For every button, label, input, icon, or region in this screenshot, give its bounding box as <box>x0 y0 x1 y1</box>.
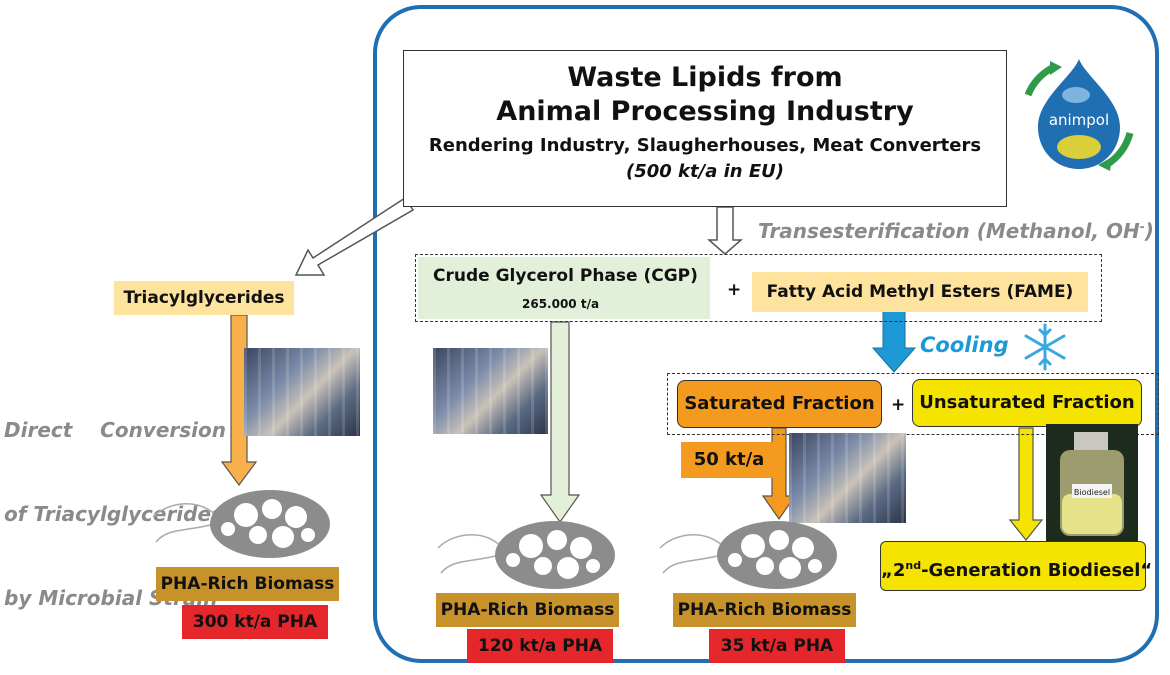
transesterification-text: Transesterification (Methanol, OH <box>758 219 1140 243</box>
triacylglycerides-box: Triacylglycerides <box>114 281 294 315</box>
cgp-label: Crude Glycerol Phase (CGP) <box>433 266 698 286</box>
animpol-logo-icon: animpol <box>1024 59 1134 171</box>
biodiesel-rest: -Generation Biodiesel“ <box>921 560 1153 581</box>
cgp-box: Crude Glycerol Phase (CGP) 265.000 t/a <box>418 257 710 319</box>
fractions-group <box>667 373 1159 435</box>
bottle-label: Biodiesel <box>1074 488 1110 497</box>
bioreactor-photo-2 <box>433 348 548 434</box>
biodiesel-box: „2nd-Generation Biodiesel“ <box>880 541 1152 591</box>
bacterium-cell-3 <box>659 521 837 589</box>
snowflake-icon <box>1024 323 1066 371</box>
output-pha-amount-3: 35 kt/a PHA <box>709 629 845 663</box>
transesterification-close: ) <box>1144 219 1154 243</box>
source-amount: (500 kt/a in EU) <box>625 161 785 182</box>
transesterification-products-group <box>415 254 1102 322</box>
plus-sign-1: + <box>727 280 742 300</box>
output-biomass-label-3: PHA-Rich Biomass <box>673 593 856 627</box>
output-biomass-label-1: PHA-Rich Biomass <box>156 567 339 601</box>
logo-text: animpol <box>1049 111 1109 129</box>
direct-conversion-line1: Direct Conversion <box>4 418 227 442</box>
bioreactor-photo-3 <box>789 433 906 523</box>
direct-conversion-label: Direct Conversion of Triacylglycerides b… <box>4 360 226 640</box>
arrow-to-triacylglycerides <box>294 196 415 276</box>
cgp-amount: 265.000 t/a <box>522 297 600 311</box>
bacterium-cell-2 <box>437 521 615 589</box>
direct-conversion-line2: of Triacylglycerides <box>4 502 223 526</box>
biodiesel-prefix: „2 <box>881 560 906 581</box>
unsaturated-fraction-box: Unsaturated Fraction <box>912 379 1142 427</box>
saturated-fraction-box: Saturated Fraction <box>677 380 882 428</box>
biodiesel-bottle-icon: Biodiesel <box>1060 432 1124 536</box>
biodiesel-bottle-photo: Biodiesel <box>1046 424 1138 541</box>
source-title-line1: Waste Lipids from <box>567 62 843 93</box>
output-pha-amount-1: 300 kt/a PHA <box>182 605 328 639</box>
transesterification-label: Transesterification (Methanol, OH-) <box>758 219 1154 243</box>
biodiesel-sup: nd <box>905 559 922 572</box>
arrow-to-transesterification <box>707 206 743 255</box>
animpol-logo: animpol <box>1014 55 1144 175</box>
source-title-line2: Animal Processing Industry <box>496 96 914 127</box>
source-subtitle: Rendering Industry, Slaugherhouses, Meat… <box>428 135 982 156</box>
arrow-cgp-biomass <box>539 321 581 524</box>
saturated-amount: 50 kt/a <box>681 442 777 478</box>
plus-sign-2: + <box>891 395 906 415</box>
bioreactor-photo-1 <box>244 348 360 436</box>
fame-box: Fatty Acid Methyl Esters (FAME) <box>752 272 1088 312</box>
arrow-saturated-biomass <box>761 427 797 521</box>
cooling-label: Cooling <box>920 333 1009 357</box>
output-pha-amount-2: 120 kt/a PHA <box>467 629 613 663</box>
arrow-unsaturated-biodiesel <box>1008 427 1044 541</box>
waste-lipids-source-box: Waste Lipids from Animal Processing Indu… <box>403 50 1007 207</box>
arrow-fame-cooling <box>871 309 917 373</box>
arrow-triacylglycerides-biomass <box>220 314 258 487</box>
output-biomass-label-2: PHA-Rich Biomass <box>436 593 619 627</box>
transesterification-sup: - <box>1139 219 1145 234</box>
bacterium-cell-1 <box>152 490 330 558</box>
